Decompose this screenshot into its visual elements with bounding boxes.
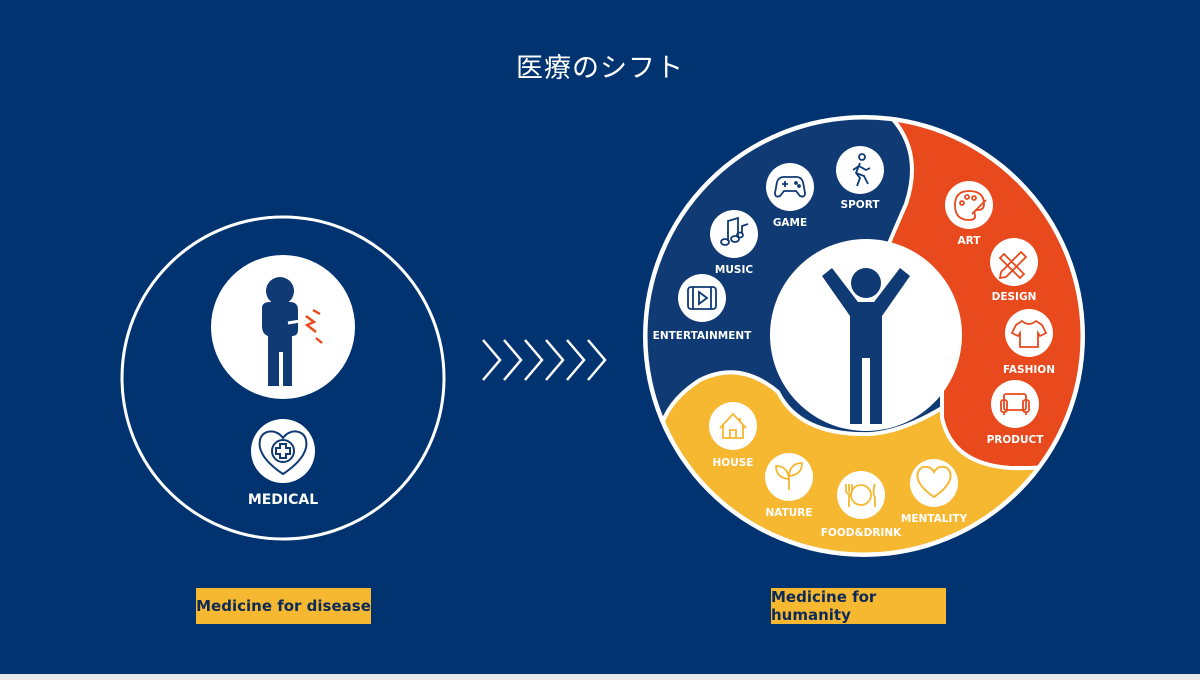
medical-icon-circle [251,419,315,483]
music-notes-icon [720,216,749,246]
medical-label: MEDICAL [248,492,318,508]
caption-humanity: Medicine for humanity [771,588,946,624]
house-label: HOUSE [713,457,754,469]
tshirt-icon [1010,319,1048,348]
humanity-circle-group: ENTERTAINMENT MUSIC [643,115,1085,557]
plate-cutlery-icon [845,483,876,507]
sick-person-icon [262,277,323,386]
chevron-right-icon [524,339,544,381]
product-item: PRODUCT [987,380,1045,446]
left-circle-group: MEDICAL [120,215,446,541]
pencil-ruler-icon [998,250,1028,280]
walker-icon [852,153,871,187]
gamepad-icon [774,175,806,198]
film-play-icon [687,286,717,310]
house-icon [719,412,747,439]
armchair-icon [1000,393,1030,415]
heart-icon [916,465,952,499]
mentality-label: MENTALITY [901,513,968,525]
design-label: DESIGN [992,291,1037,303]
left-outer-ring [120,215,446,541]
chevron-right-icon [503,339,523,381]
chevron-right-icon [587,339,607,381]
product-label: PRODUCT [987,434,1045,446]
heart-cross-icon [258,430,308,476]
entertainment-label: ENTERTAINMENT [653,330,752,342]
mentality-item: MENTALITY [901,459,968,525]
cheering-person-icon [822,268,910,424]
fashion-item: FASHION [1003,309,1055,376]
bottom-divider [0,674,1200,680]
chevron-right-icon [545,339,565,381]
sport-item: SPORT [836,146,884,211]
caption-disease: Medicine for disease [196,588,371,624]
music-item: MUSIC [710,210,758,276]
nature-label: NATURE [765,507,812,519]
design-item: DESIGN [990,238,1038,303]
food-drink-item: FOOD&DRINK [821,471,902,539]
game-label: GAME [773,217,807,229]
page-title: 医療のシフト [516,53,684,84]
house-item: HOUSE [709,402,757,469]
chevron-right-icon [566,339,586,381]
sport-label: SPORT [841,199,881,211]
leaf-icon [775,462,803,490]
fashion-label: FASHION [1003,364,1055,376]
entertainment-item: ENTERTAINMENT [653,274,752,342]
palette-icon [954,190,987,221]
food-drink-label: FOOD&DRINK [821,527,902,539]
game-item: GAME [766,163,814,229]
art-item: ART [945,181,993,247]
shift-arrows [482,339,607,381]
chevron-right-icon [482,339,502,381]
art-label: ART [958,235,982,247]
music-label: MUSIC [715,264,753,276]
nature-item: NATURE [765,453,813,519]
